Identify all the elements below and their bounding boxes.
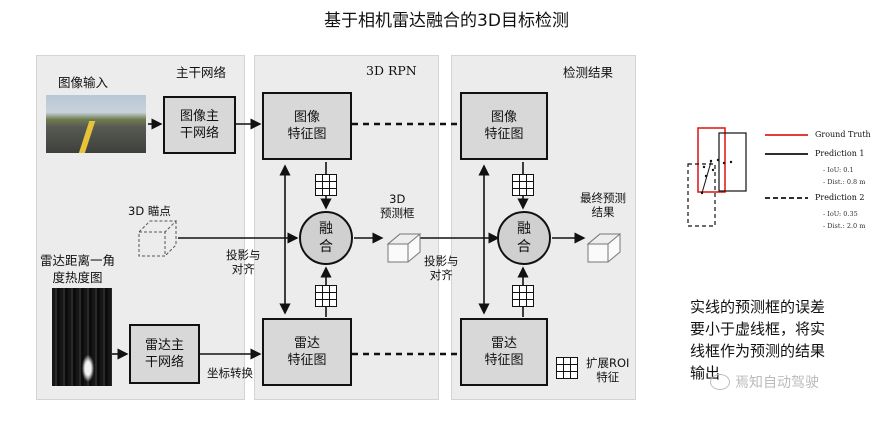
rpn-fusion-node: 融 合	[299, 211, 353, 265]
explanation-note: 实线的预测框的误差 要小于虚线框，将实 线框作为预测的结果 输出	[690, 298, 826, 382]
detect-radar-feature-box: 雷达 特征图	[460, 318, 548, 386]
coordinate-transform-label: 坐标转换	[207, 366, 253, 380]
detect-projection-label: 投影与 对齐	[424, 254, 459, 282]
rpn-radar-roi-grid	[315, 285, 337, 307]
legend-prediction-2: Prediction 2	[815, 193, 865, 202]
legend-pred2-iou: - IoU: 0.35	[823, 210, 858, 218]
rpn-radar-feature-box: 雷达 特征图	[262, 318, 352, 386]
camera-image	[46, 95, 146, 153]
rpn-image-feature-box: 图像 特征图	[262, 92, 352, 160]
anchor-label: 3D 瞄点	[128, 204, 171, 218]
detect-panel-label: 检测结果	[563, 65, 614, 80]
detect-image-roi-grid	[512, 174, 534, 196]
roi-legend-grid	[556, 357, 578, 379]
legend-ground-truth: Ground Truth	[815, 130, 871, 139]
extended-roi-label: 扩展ROI 特征	[586, 356, 630, 384]
watermark: 焉知自动驾驶	[710, 372, 819, 392]
legend-prediction-1: Prediction 1	[815, 149, 865, 158]
detect-fusion-node: 融 合	[497, 211, 551, 265]
radar-map-label: 雷达距离一角 度热度图	[40, 253, 116, 285]
image-backbone-box: 图像主 干网络	[163, 96, 236, 154]
final-result-label: 最终预测 结果	[580, 191, 626, 219]
legend-pred1-dist: - Dist.: 0.8 m	[823, 178, 866, 186]
radar-heatmap-image	[52, 288, 112, 386]
image-input-label: 图像输入	[58, 75, 109, 90]
watermark-text: 焉知自动驾驶	[735, 375, 819, 391]
rpn-panel-label: 3D RPN	[366, 63, 417, 78]
legend-pred1-iou: - IoU: 0.1	[823, 166, 854, 174]
rpn-image-roi-grid	[315, 174, 337, 196]
detect-image-feature-box: 图像 特征图	[460, 92, 548, 160]
backbone-panel-label: 主干网络	[176, 65, 227, 80]
rpn-projection-label: 投影与 对齐	[226, 248, 261, 276]
diagram-title: 基于相机雷达融合的3D目标检测	[324, 11, 569, 31]
radar-backbone-box: 雷达主 干网络	[129, 324, 200, 384]
detect-radar-roi-grid	[512, 285, 534, 307]
proposal-label: 3D 预测框	[380, 192, 415, 220]
legend-pred2-dist: - Dist.: 2.0 m	[823, 222, 866, 230]
wechat-icon	[710, 374, 730, 390]
